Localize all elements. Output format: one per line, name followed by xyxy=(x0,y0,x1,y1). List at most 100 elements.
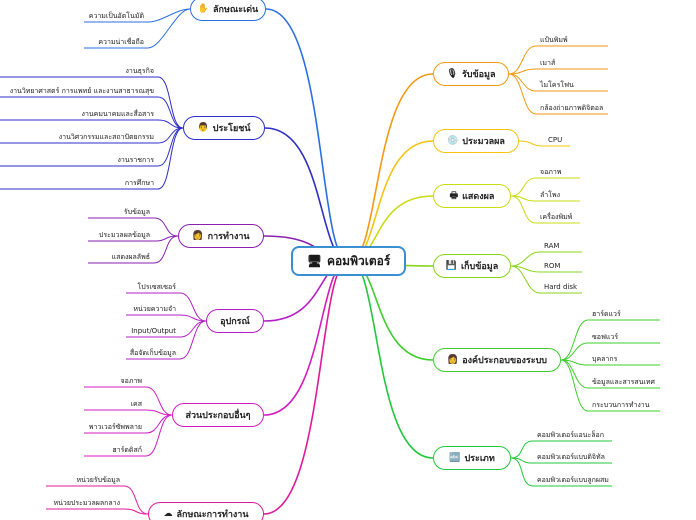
branch-label: เก็บข้อมูล xyxy=(460,262,499,272)
leaf-connector-suanprakop-1 xyxy=(84,409,173,416)
leaf-item[interactable]: ข้อมูลและสารสนเทศ xyxy=(592,378,655,386)
leaf-connector-prayot-4 xyxy=(0,127,184,167)
leaf-connector-ongprakop-2 xyxy=(560,359,660,366)
branch-node-kep[interactable]: 💾เก็บข้อมูล xyxy=(433,254,511,278)
leaf-item[interactable]: CPU xyxy=(548,136,563,144)
leaf-item[interactable]: ROM xyxy=(544,262,561,270)
person-icon: 👨 xyxy=(197,123,209,133)
leaf-connector-rap-1 xyxy=(508,68,608,75)
leaf-connector-prayot-2 xyxy=(0,119,184,129)
leaf-connector-lakshana-1 xyxy=(84,8,191,49)
leaf-item[interactable]: งานธุรกิจ xyxy=(125,67,154,75)
cloud-icon: ☁ xyxy=(163,509,173,519)
leaf-item[interactable]: ไมโครโฟน xyxy=(540,81,574,89)
leaf-item[interactable]: เมาส์ xyxy=(540,59,556,67)
leaf-item[interactable]: งานวิศวกรรมและสถาปัตยกรรม xyxy=(58,133,154,141)
branch-label: ประโยชน์ xyxy=(212,124,251,134)
leaf-item[interactable]: แป้นพิมพ์ xyxy=(540,36,568,44)
branch-node-upakon[interactable]: อุปกรณ์ xyxy=(206,309,264,333)
leaf-item[interactable]: งานราชการ xyxy=(117,156,154,164)
disc-icon: 💿 xyxy=(447,136,459,146)
leaf-connector-upakon-3 xyxy=(126,320,207,360)
center-node-label: คอมพิวเตอร์ xyxy=(326,253,391,268)
branch-node-lakshanakan[interactable]: ☁ลักษณะการทำงาน xyxy=(148,502,264,520)
leaf-item[interactable]: ฮาร์ดแวร์ xyxy=(592,310,621,318)
leaf-item[interactable]: ฮาร์ดดิสก์ xyxy=(112,446,142,454)
leaf-connector-rap-0 xyxy=(508,45,608,75)
branch-node-rap[interactable]: 🎙รับข้อมูล xyxy=(433,62,509,86)
branch-node-lakshana[interactable]: ✋ลักษณะเด่น xyxy=(190,0,266,21)
person-icon: 👩 xyxy=(446,355,459,365)
computer-icon: 🖥 xyxy=(306,254,322,268)
leaf-connector-prayot-1 xyxy=(0,96,184,129)
branch-node-pramuan[interactable]: 💿ประมวลผล xyxy=(433,129,519,153)
branch-label: การทำงาน xyxy=(207,232,250,242)
leaf-item[interactable]: การศึกษา xyxy=(124,179,154,187)
leaf-item[interactable]: จอภาพ xyxy=(540,168,562,176)
leaf-connector-prayot-0 xyxy=(0,76,184,129)
branch-label: ลักษณะการทำงาน xyxy=(176,510,249,520)
leaf-connector-ongprakop-1 xyxy=(560,342,660,361)
leaf-item[interactable]: กระบวนการทำงาน xyxy=(592,401,650,409)
leaf-connector-kantamngan-1 xyxy=(88,235,179,242)
microphone-icon: 🎙 xyxy=(446,69,458,79)
leaf-item[interactable]: Input/Output xyxy=(131,327,176,335)
branch-node-suanprakop[interactable]: ส่วนประกอบอื่นๆ xyxy=(172,403,264,427)
branch-label: แสดงผล xyxy=(462,192,495,202)
center-node-computer[interactable]: 🖥 คอมพิวเตอร์ xyxy=(291,246,406,276)
leaf-connector-kep-0 xyxy=(510,251,582,267)
leaf-item[interactable]: ประมวลผลข้อมูล xyxy=(98,231,150,239)
leaf-item[interactable]: RAM xyxy=(544,242,560,250)
leaf-item[interactable]: เครื่องพิมพ์ xyxy=(540,213,573,221)
leaf-item[interactable]: คอมพิวเตอร์แบบลูกผสม xyxy=(537,476,609,484)
leaf-connector-kantamngan-2 xyxy=(88,235,179,264)
leaf-item[interactable]: งานวิทยาศาสตร์ การแพทย์ และงานสาธารณสุข xyxy=(9,87,154,95)
leaf-connector-upakon-1 xyxy=(126,314,207,322)
branch-node-sadaeng[interactable]: 🖶แสดงผล xyxy=(433,184,511,208)
branch-label: ลักษณะเด่น xyxy=(213,5,259,15)
worker-icon: 👩 xyxy=(192,231,204,241)
leaf-item[interactable]: ความเป็นอัตโนมัติ xyxy=(88,12,144,20)
leaf-connector-ongprakop-4 xyxy=(560,359,660,412)
leaf-item[interactable]: งานคมนาคมและสื่อสาร xyxy=(81,110,154,118)
leaf-item[interactable]: บุคลากร xyxy=(592,355,618,363)
leaf-item[interactable]: โปรเซสเซอร์ xyxy=(137,283,177,291)
branch-node-ongprakop[interactable]: 👩องค์ประกอบของระบบ xyxy=(433,348,561,372)
leaf-item[interactable]: คอมพิวเตอร์แบบดิจิทัล xyxy=(537,453,605,461)
leaf-connector-kantamngan-0 xyxy=(88,217,179,237)
leaf-item[interactable]: คอมพิวเตอร์แอนะล็อก xyxy=(537,431,604,439)
leaf-item[interactable]: ความน่าเชื่อถือ xyxy=(98,38,144,46)
leaf-item[interactable]: รับข้อมูล xyxy=(123,208,150,216)
leaf-connector-sadaeng-2 xyxy=(510,195,580,224)
leaf-item[interactable]: เคส xyxy=(130,400,142,408)
floppy-disk-icon: 💾 xyxy=(445,261,457,271)
leaf-item[interactable]: Hard disk xyxy=(544,283,578,291)
leaf-connector-prayot-5 xyxy=(0,127,184,190)
leaf-item[interactable]: หน่วยความจำ xyxy=(133,305,176,313)
leaf-connector-sadaeng-0 xyxy=(510,177,580,197)
leaf-connector-ongprakop-0 xyxy=(560,319,660,361)
leaf-item[interactable]: ซอฟแวร์ xyxy=(592,333,619,341)
branch-node-praphet[interactable]: 🔤ประเภท xyxy=(433,446,511,470)
leaf-connector-sadaeng-1 xyxy=(510,195,580,202)
leaf-connector-suanprakop-0 xyxy=(84,386,173,416)
leaf-item[interactable]: หน่วยประมวลผลกลาง xyxy=(53,499,121,507)
leaf-connector-pramuan-0 xyxy=(518,140,570,147)
branch-node-prayot[interactable]: 👨ประโยชน์ xyxy=(183,116,265,140)
branch-node-kantamngan[interactable]: 👩การทำงาน xyxy=(178,224,264,248)
branch-label: รับข้อมูล xyxy=(461,70,496,80)
branch-label: ประเภท xyxy=(464,454,495,464)
leaf-item[interactable]: กล้องถ่ายภาพดิจิตอล xyxy=(540,104,604,112)
branch-label: ประมวลผล xyxy=(462,137,505,147)
leaf-item[interactable]: ลำโพง xyxy=(540,191,561,199)
printer-icon: 🖶 xyxy=(449,191,459,201)
leaf-item[interactable]: แสดงผลลัพธ์ xyxy=(111,253,150,261)
leaf-item[interactable]: หน่วยรับข้อมูล xyxy=(76,476,120,484)
leaf-item[interactable]: พาวเวอร์ซัพพลาย xyxy=(88,423,142,431)
leaf-connector-suanprakop-3 xyxy=(84,414,173,457)
leaf-item[interactable]: สื่อจัดเก็บข้อมูล xyxy=(129,349,176,357)
leaf-item[interactable]: จอภาพ xyxy=(120,377,142,385)
leaf-connector-upakon-0 xyxy=(126,292,207,322)
hand-icon: ✋ xyxy=(197,4,210,14)
